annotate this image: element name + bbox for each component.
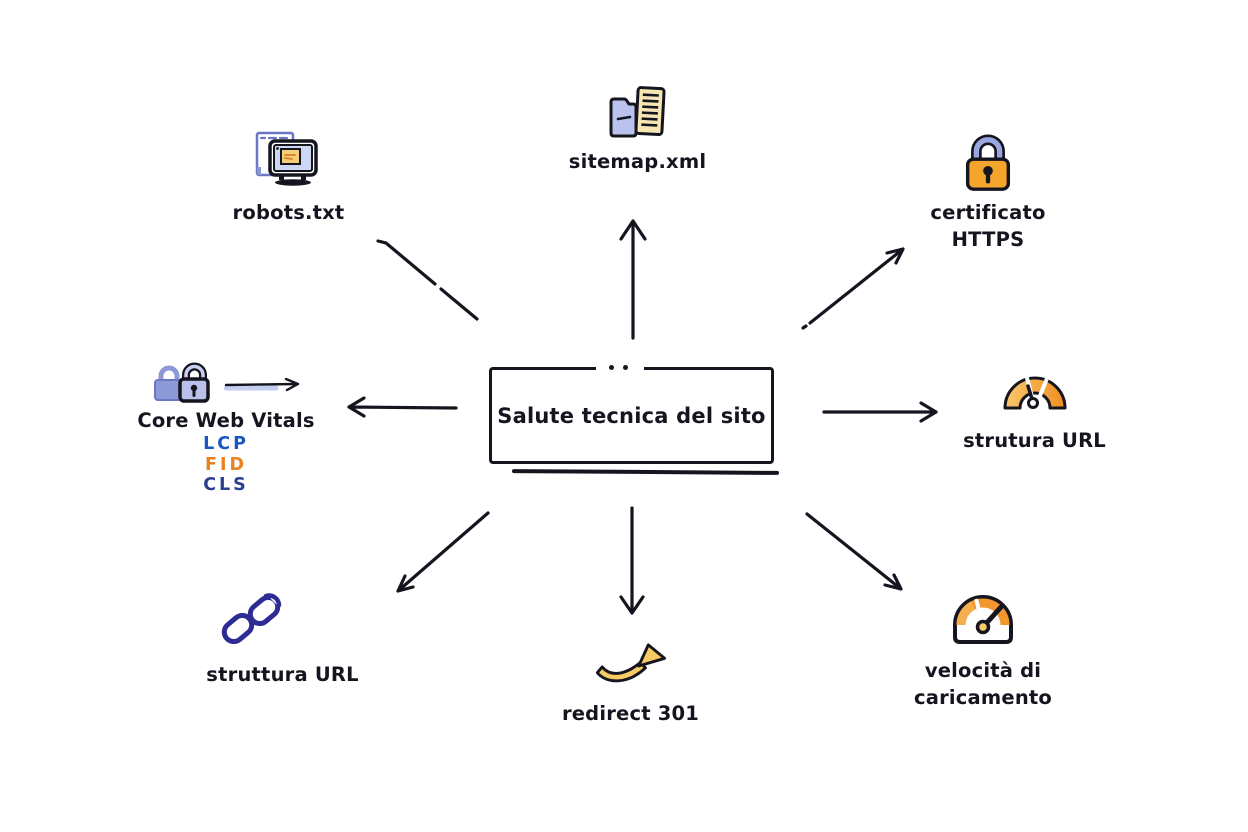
redirect-arrow-icon — [595, 643, 666, 683]
connector-right-arrow — [822, 401, 938, 423]
connector-top-arrow — [619, 219, 647, 340]
central-node-underline — [511, 469, 780, 475]
node-redirect-301: redirect 301 — [538, 641, 723, 727]
central-node-label: Salute tecnica del sito — [497, 403, 766, 428]
speedometer-icon — [953, 595, 1013, 644]
metric-fid: FID — [205, 454, 247, 475]
node-label-load-speed-line1: velocità di — [924, 659, 1042, 682]
decorative-dot — [609, 365, 614, 370]
metric-cls: CLS — [203, 475, 249, 495]
connector-upper-right-arrow — [801, 247, 905, 330]
https-lock-icon — [965, 134, 1011, 191]
node-label-url-structure-right: strutura URL — [963, 429, 1106, 452]
small-right-arrow-icon — [224, 377, 300, 392]
robots-monitor-icon — [255, 131, 318, 186]
node-label-redirect-301: redirect 301 — [561, 702, 700, 725]
connector-left-arrow — [347, 396, 458, 418]
connector-down-arrow — [619, 506, 645, 615]
node-label-https-line2: HTTPS — [951, 228, 1025, 251]
node-https-cert: certificato HTTPS — [895, 133, 1081, 253]
decorative-dot — [623, 365, 628, 370]
connector-lower-left-arrow — [396, 511, 490, 593]
gauge-icon — [1003, 375, 1066, 410]
node-url-structure-left: struttura URL — [190, 590, 375, 688]
node-sitemap: sitemap.xml — [545, 85, 730, 175]
node-robots: robots.txt — [196, 130, 381, 226]
connector-upper-left-line — [376, 239, 479, 321]
box-top-gap — [596, 365, 644, 373]
sitemap-file-icon — [609, 86, 666, 138]
metric-lcp: LCP — [203, 434, 249, 454]
node-load-speed: velocità di caricamento — [890, 585, 1076, 711]
central-node-salute-tecnica: Salute tecnica del sito — [489, 365, 774, 464]
node-label-sitemap: sitemap.xml — [568, 150, 707, 173]
chain-link-icon — [221, 593, 283, 645]
double-lock-icon — [154, 362, 210, 403]
node-url-structure-right: strutura URL — [942, 360, 1127, 454]
node-label-robots: robots.txt — [232, 201, 345, 224]
node-label-load-speed-line2: caricamento — [913, 686, 1053, 709]
node-label-url-structure-left: struttura URL — [206, 663, 359, 686]
node-label-https-line1: certificato — [930, 201, 1046, 224]
node-label-core-web-vitals: Core Web Vitals — [137, 409, 315, 432]
node-core-web-vitals: Core Web Vitals LCP FID CLS — [126, 362, 326, 496]
connector-lower-right-arrow — [805, 512, 903, 591]
